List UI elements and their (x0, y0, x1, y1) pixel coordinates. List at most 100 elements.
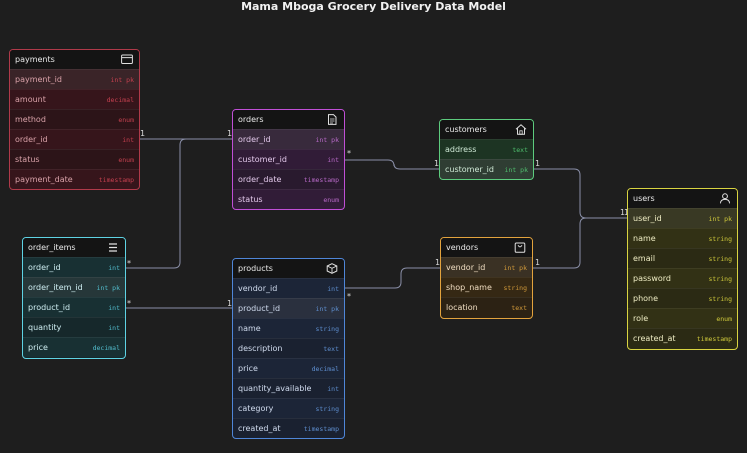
field-name: price (28, 343, 48, 352)
field-type: string (315, 325, 339, 333)
field-name: price (238, 364, 258, 373)
cardinality-one: 1 (535, 258, 541, 267)
field-type: timestamp (303, 176, 339, 184)
cardinality-one: 1 (227, 299, 233, 308)
field-type: int pk (315, 305, 339, 313)
field-name: product_id (28, 303, 71, 312)
field-row: customer_id int (233, 149, 344, 169)
table-header: vendors (441, 238, 532, 257)
field-name: customer_id (238, 155, 287, 164)
table-name: vendors (446, 243, 479, 252)
box-icon (326, 263, 338, 274)
field-name: order_item_id (28, 283, 83, 292)
table-orders[interactable]: orders order_id int pk customer_id int ord… (232, 109, 345, 210)
field-name: product_id (238, 304, 281, 313)
field-name: amount (15, 95, 46, 104)
field-type: timestamp (696, 335, 732, 343)
field-name: payment_date (15, 175, 73, 184)
field-name: quantity_available (238, 384, 312, 393)
field-name: order_id (238, 135, 271, 144)
table-header: payments (10, 50, 139, 69)
field-name: password (633, 274, 671, 283)
field-type: string (503, 284, 527, 292)
field-type: int (108, 304, 120, 312)
field-type: timestamp (303, 425, 339, 433)
field-type: text (511, 304, 527, 312)
table-name: payments (15, 55, 55, 64)
field-name: email (633, 254, 656, 263)
field-name: name (633, 234, 656, 243)
table-header: orders (233, 110, 344, 129)
field-type: int (108, 324, 120, 332)
field-type: enum (118, 156, 134, 164)
field-name: vendor_id (238, 284, 278, 293)
link-vendors-users (533, 217, 628, 269)
field-row: method enum (10, 109, 139, 129)
field-name: user_id (633, 214, 662, 223)
field-name: quantity (28, 323, 62, 332)
field-row: order_id int pk (233, 129, 344, 149)
user-icon (720, 193, 730, 204)
home-icon (515, 124, 527, 135)
link-orders-customers (345, 159, 440, 170)
field-name: created_at (633, 334, 676, 343)
table-header: users (628, 189, 737, 208)
cardinality-one: 1 (140, 129, 146, 138)
field-type: int pk (315, 136, 339, 144)
field-type: int pk (110, 76, 134, 84)
field-row: product_id int (23, 297, 125, 317)
field-type: int (327, 385, 339, 393)
field-row: name string (233, 318, 344, 338)
field-type: enum (118, 116, 134, 124)
table-header: products (233, 259, 344, 278)
cardinality-many: * (127, 299, 131, 308)
field-name: address (445, 145, 477, 154)
field-type: decimal (92, 344, 120, 352)
field-row: created_at timestamp (628, 328, 737, 348)
field-name: category (238, 404, 274, 413)
document-icon (328, 114, 337, 125)
field-type: int (327, 156, 339, 164)
cardinality-many: * (347, 149, 351, 158)
field-name: order_id (15, 135, 48, 144)
table-name: orders (238, 115, 264, 124)
cardinality-many: * (127, 259, 131, 268)
field-name: order_date (238, 175, 282, 184)
link-orders-order_items (126, 138, 233, 269)
table-name: users (633, 194, 655, 203)
cardinality-one: 1 (227, 129, 233, 138)
field-name: name (238, 324, 261, 333)
field-type: int (122, 136, 134, 144)
field-name: status (15, 155, 40, 164)
field-name: method (15, 115, 46, 124)
field-type: int pk (96, 284, 120, 292)
field-row: status enum (10, 149, 139, 169)
table-header: customers (440, 120, 533, 139)
field-type: int (327, 285, 339, 293)
field-name: order_id (28, 263, 61, 272)
list-icon (109, 243, 117, 252)
field-row: order_item_id int pk (23, 277, 125, 297)
field-row: order_id int (10, 129, 139, 149)
diagram-title: Mama Mboga Grocery Delivery Data Model (241, 0, 506, 13)
field-type: text (323, 345, 339, 353)
